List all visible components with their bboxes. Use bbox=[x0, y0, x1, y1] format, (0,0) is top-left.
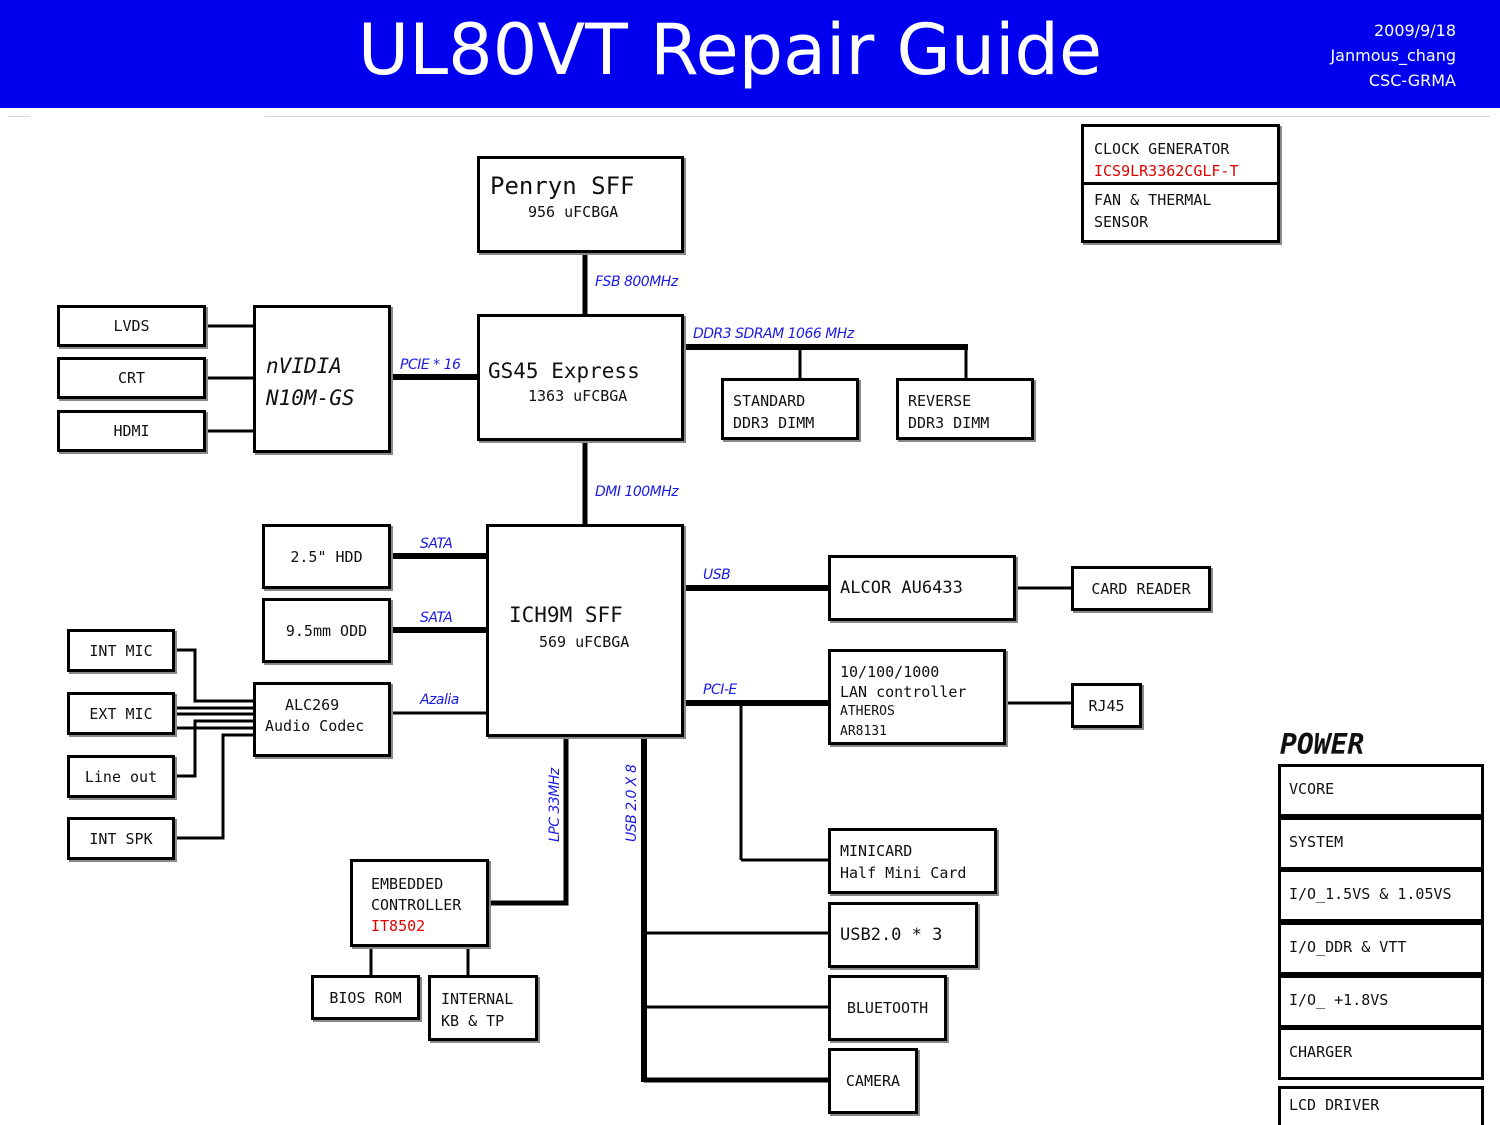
cpu-package: 956 uFCBGA bbox=[528, 203, 619, 221]
power-row-vcore: VCORE bbox=[1278, 764, 1484, 817]
lan-line4: AR8131 bbox=[840, 724, 887, 739]
line-out-wire bbox=[175, 719, 254, 778]
int-mic-box: INT MIC bbox=[67, 629, 175, 672]
lpc-wire bbox=[488, 735, 569, 906]
internal-kb-box: INTERNAL KB & TP bbox=[428, 975, 538, 1041]
fan-thermal-line1: FAN & THERMAL bbox=[1094, 191, 1212, 209]
header-author: Janmous_chang bbox=[1330, 46, 1456, 65]
fan-thermal-line2: SENSOR bbox=[1094, 213, 1149, 231]
lan-line3: ATHEROS bbox=[840, 704, 895, 719]
alcor-box: ALCOR AU6433 bbox=[828, 555, 1016, 621]
embedded-controller: EMBEDDED CONTROLLER IT8502 bbox=[350, 859, 489, 947]
camera-box: CAMERA bbox=[828, 1048, 918, 1114]
int-spk-box: INT SPK bbox=[67, 817, 175, 860]
sb-package: 569 uFCBGA bbox=[539, 633, 630, 651]
usb20-label: USB 2.0 X 8 bbox=[624, 764, 640, 842]
kb-line2: KB & TP bbox=[441, 1012, 505, 1030]
minicard-box: MINICARD Half Mini Card bbox=[828, 828, 997, 894]
kb-line1: INTERNAL bbox=[441, 990, 514, 1008]
nb-name: GS45 Express bbox=[488, 359, 640, 383]
clock-part: ICS9LR3362CGLF-T bbox=[1094, 162, 1239, 180]
header-date: 2009/9/18 bbox=[1373, 21, 1456, 40]
clock-generator: CLOCK GENERATOR ICS9LR3362CGLF-T FAN & T… bbox=[1081, 124, 1280, 243]
lan-line2: LAN controller bbox=[840, 683, 967, 701]
pcie-label: PCI-E bbox=[703, 682, 737, 698]
std-dimm-line2: DDR3 DIMM bbox=[733, 414, 815, 432]
minicard-line2: Half Mini Card bbox=[840, 864, 967, 882]
sata-hdd-label: SATA bbox=[420, 536, 453, 552]
cpu-chip: Penryn SFF 956 uFCBGA bbox=[477, 156, 684, 253]
power-title: POWER bbox=[1280, 728, 1365, 761]
ec-part: IT8502 bbox=[371, 917, 426, 935]
power-row-lcd-driver: LCD DRIVER bbox=[1278, 1086, 1484, 1125]
lvds-box: LVDS bbox=[57, 305, 206, 347]
reverse-dimm: REVERSE DDR3 DIMM bbox=[896, 378, 1034, 440]
usb-ports-box: USB2.0 * 3 bbox=[828, 902, 978, 968]
codec-line1: ALC269 bbox=[285, 696, 340, 714]
ext-mic-box: EXT MIC bbox=[67, 692, 175, 735]
power-row-io-15vs: I/O_1.5VS & 1.05VS bbox=[1278, 869, 1484, 922]
standard-dimm: STANDARD DDR3 DIMM bbox=[721, 378, 859, 440]
dmi-label: DMI 100MHz bbox=[595, 484, 679, 500]
azalia-label: Azalia bbox=[420, 692, 459, 708]
lan-controller: 10/100/1000 LAN controller ATHEROS AR813… bbox=[828, 649, 1006, 745]
rj45-box: RJ45 bbox=[1071, 683, 1142, 728]
bios-rom-box: BIOS ROM bbox=[311, 975, 420, 1020]
header-meta: 2009/9/18 Janmous_chang CSC-GRMA bbox=[1278, 18, 1478, 93]
codec-line2: Audio Codec bbox=[265, 717, 365, 735]
northbridge-chip: GS45 Express 1363 uFCBGA bbox=[477, 314, 684, 441]
ec-line2: CONTROLLER bbox=[371, 896, 462, 914]
power-row-io-18vs: I/O_ +1.8VS bbox=[1278, 975, 1484, 1028]
power-row-io-ddr: I/O_DDR & VTT bbox=[1278, 922, 1484, 975]
divider-left bbox=[8, 116, 30, 117]
usb-label: USB bbox=[703, 567, 731, 583]
gpu-chip: nVIDIA N10M-GS bbox=[253, 305, 391, 453]
hdd-box: 2.5" HDD bbox=[262, 524, 391, 589]
odd-box: 9.5mm ODD bbox=[262, 598, 391, 663]
std-dimm-line1: STANDARD bbox=[733, 392, 806, 410]
clock-line1: CLOCK GENERATOR bbox=[1094, 140, 1230, 158]
gpu-line2: N10M-GS bbox=[266, 386, 355, 410]
rev-dimm-line2: DDR3 DIMM bbox=[908, 414, 990, 432]
header-bar: UL80VT Repair Guide 2009/9/18 Janmous_ch… bbox=[0, 0, 1500, 108]
sb-name: ICH9M SFF bbox=[509, 603, 623, 627]
ec-line1: EMBEDDED bbox=[371, 875, 444, 893]
ddr3-label: DDR3 SDRAM 1066 MHz bbox=[693, 326, 854, 342]
lpc-label: LPC 33MHz bbox=[547, 768, 563, 842]
card-reader-box: CARD READER bbox=[1071, 566, 1211, 611]
header-org: CSC-GRMA bbox=[1368, 71, 1456, 90]
int-mic-wire bbox=[175, 648, 254, 703]
cpu-name: Penryn SFF bbox=[490, 172, 635, 200]
minicard-line1: MINICARD bbox=[840, 842, 913, 860]
sata-odd-label: SATA bbox=[420, 610, 453, 626]
rev-dimm-line1: REVERSE bbox=[908, 392, 972, 410]
power-row-charger: CHARGER bbox=[1278, 1027, 1484, 1080]
audio-codec: ALC269 Audio Codec bbox=[253, 682, 391, 757]
fsb-label: FSB 800MHz bbox=[595, 274, 678, 290]
southbridge-chip: ICH9M SFF 569 uFCBGA bbox=[486, 524, 684, 737]
nb-package: 1363 uFCBGA bbox=[528, 387, 628, 405]
divider-main bbox=[265, 116, 1490, 117]
pcie16-label: PCIE * 16 bbox=[400, 357, 461, 373]
power-row-system: SYSTEM bbox=[1278, 817, 1484, 870]
hdmi-box: HDMI bbox=[57, 410, 206, 452]
line-out-box: Line out bbox=[67, 755, 175, 798]
bluetooth-box: BLUETOOTH bbox=[828, 975, 947, 1041]
crt-box: CRT bbox=[57, 357, 206, 399]
gpu-line1: nVIDIA bbox=[266, 354, 342, 378]
page-title: UL80VT Repair Guide bbox=[357, 9, 1103, 91]
int-spk-wire bbox=[175, 733, 254, 840]
lan-line1: 10/100/1000 bbox=[840, 663, 940, 681]
